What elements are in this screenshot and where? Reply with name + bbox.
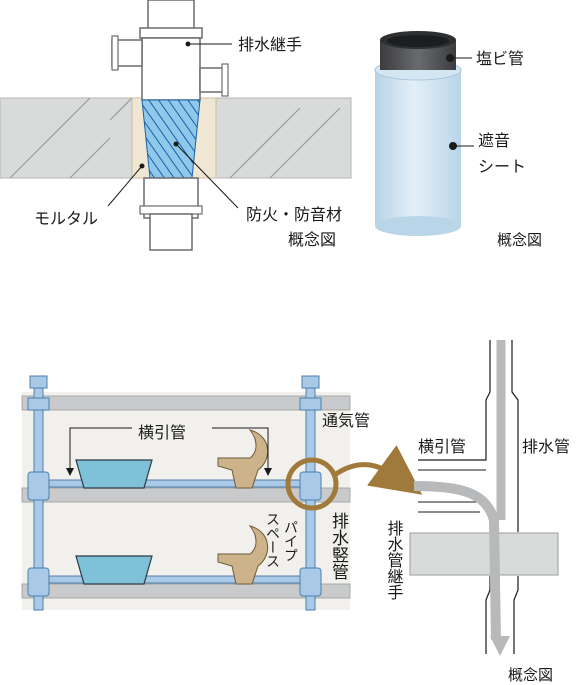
vertical-pipe-right-wall xyxy=(511,340,519,532)
slab-penetration-diagram: 排水継手 モルタル 防火・防音材 概念図 xyxy=(0,0,352,251)
flow-slab xyxy=(409,532,559,576)
pvc-pipe-inner xyxy=(387,35,449,47)
horizontal-flow-arrow xyxy=(413,481,501,641)
slab-lower xyxy=(21,583,351,599)
joint-body xyxy=(141,37,201,101)
flow-diagram: 横引管 排水管 排水管継手 概念図 xyxy=(385,340,570,684)
lower-pipe-walls xyxy=(485,576,519,654)
slab-middle xyxy=(21,487,351,503)
left-branch-collar xyxy=(111,35,119,71)
joint-upper-left xyxy=(27,471,50,501)
label-drain-vertical-pipe: 排水竪管 xyxy=(328,512,349,580)
sound-sheet-body xyxy=(375,68,461,226)
label-drain-joint: 排水継手 xyxy=(238,35,302,54)
lower-joint-ring xyxy=(139,205,203,215)
building-section-diagram: 横引管 通気管 パイプ スペース 排水竪管 xyxy=(21,375,423,611)
sound-sheet-bottom xyxy=(375,216,461,236)
joint-collar-top xyxy=(139,27,203,39)
basin-upper xyxy=(75,459,153,489)
toilet-upper xyxy=(217,429,269,489)
label-vent-pipe: 通気管 xyxy=(322,411,370,430)
callout-ring xyxy=(285,457,339,511)
label-concept-top-right: 概念図 xyxy=(497,231,542,249)
label-horizontal-pipe-section: 横引管 xyxy=(138,423,186,442)
slab-upper xyxy=(21,395,351,411)
label-concept-bottom-right: 概念図 xyxy=(508,666,553,684)
toilet-lower xyxy=(217,525,269,585)
label-fire-sound-material: 防火・防音材 xyxy=(246,205,342,224)
horizontal-pipe-upper xyxy=(48,479,301,488)
fire-sound-insulation xyxy=(141,99,201,179)
vertical-pipe-left-wall xyxy=(418,340,491,461)
label-horizontal-pipe-flow: 横引管 xyxy=(418,437,466,456)
label-pipe-space-col2: スペース xyxy=(264,512,280,568)
label-pipe-space-col1: パイプ xyxy=(282,520,298,562)
lower-vertical-pipe xyxy=(149,213,193,251)
right-branch-collar xyxy=(221,63,229,97)
joint-lower-left xyxy=(27,567,50,597)
callout-arrow xyxy=(334,445,423,495)
label-pvc-pipe: 塩ビ管 xyxy=(476,49,524,68)
label-sound-sheet-1: 遮音 xyxy=(478,131,510,150)
label-concept-top-left: 概念図 xyxy=(288,230,336,249)
label-mortar: モルタル xyxy=(34,209,98,228)
pvc-pipe-diagram: 塩ビ管 遮音 シート 概念図 xyxy=(374,31,542,249)
horizontal-pipe-lower xyxy=(48,575,301,584)
label-drain-pipe: 排水管 xyxy=(522,437,570,456)
slab-hatching xyxy=(9,97,341,179)
label-sound-sheet-2: シート xyxy=(478,157,526,176)
joint-lower-right xyxy=(299,567,322,597)
joint-upper-right xyxy=(299,471,322,501)
label-drain-joint-vertical: 排水管継手 xyxy=(385,520,404,601)
basin-lower xyxy=(75,555,153,585)
